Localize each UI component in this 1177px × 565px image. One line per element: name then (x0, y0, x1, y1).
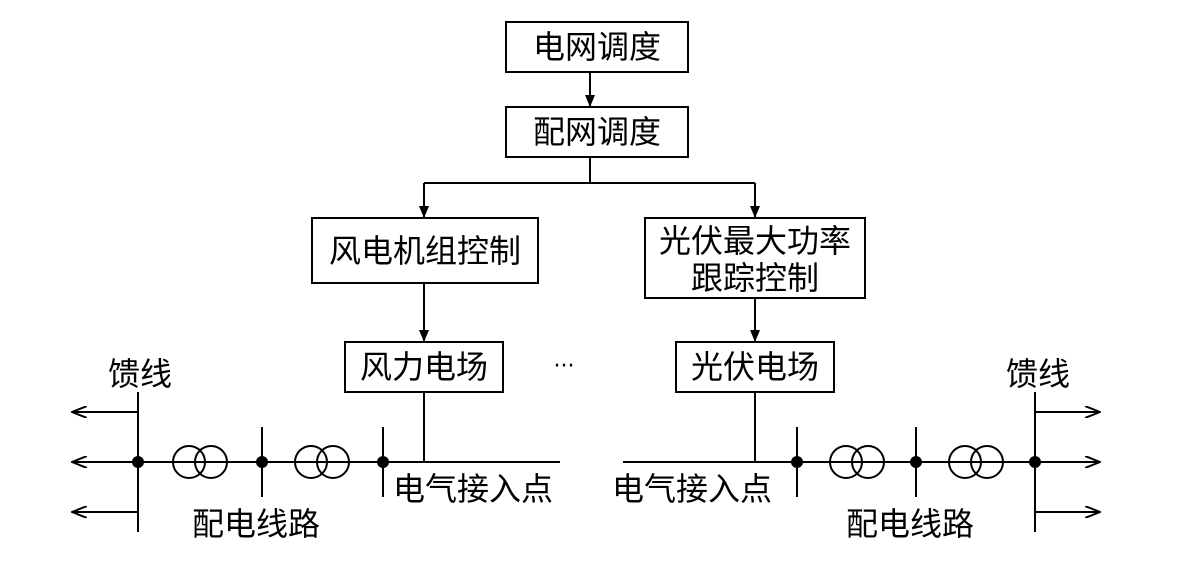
right-line-label: 配电线路 (846, 505, 974, 543)
right-node-dot-2 (910, 456, 922, 468)
left-transformer-1 (172, 445, 228, 479)
left-feeder-label: 馈线 (108, 355, 172, 393)
pv-mppt-label-line2: 跟踪控制 (691, 259, 819, 297)
wind-farm-label: 风力电场 (360, 348, 488, 386)
dist-dispatch-label: 配网调度 (533, 113, 661, 151)
control-arrows (419, 72, 760, 342)
right-feeder-label: 馈线 (1006, 355, 1070, 393)
grid-dispatch-label: 电网调度 (533, 28, 661, 66)
dist-dispatch-node: 配网调度 (505, 106, 689, 158)
wind-farm-node: 风力电场 (344, 341, 504, 393)
left-node-dot-3 (377, 456, 389, 468)
right-node-dot-3 (1029, 456, 1041, 468)
pv-mppt-label-line1: 光伏最大功率 (659, 222, 851, 260)
pv-mppt-control-node: 光伏最大功率 跟踪控制 (644, 217, 866, 299)
left-network (72, 392, 560, 532)
left-pcc-label: 电气接入点 (393, 470, 553, 508)
pv-farm-node: 光伏电场 (675, 341, 835, 393)
right-pcc-label: 电气接入点 (612, 470, 772, 508)
pv-farm-label: 光伏电场 (691, 348, 819, 386)
wind-turbine-control-node: 风电机组控制 (311, 217, 539, 284)
right-transformer-1 (829, 445, 885, 479)
left-node-dot-2 (256, 456, 268, 468)
left-node-dot-1 (132, 456, 144, 468)
wind-turbine-control-label: 风电机组控制 (329, 232, 521, 270)
left-transformer-2 (294, 445, 350, 479)
right-network (623, 392, 1100, 532)
ellipsis-label: ··· (554, 354, 575, 379)
grid-dispatch-node: 电网调度 (505, 21, 689, 73)
right-transformer-2 (948, 445, 1004, 479)
left-line-label: 配电线路 (192, 505, 320, 543)
right-node-dot-1 (791, 456, 803, 468)
